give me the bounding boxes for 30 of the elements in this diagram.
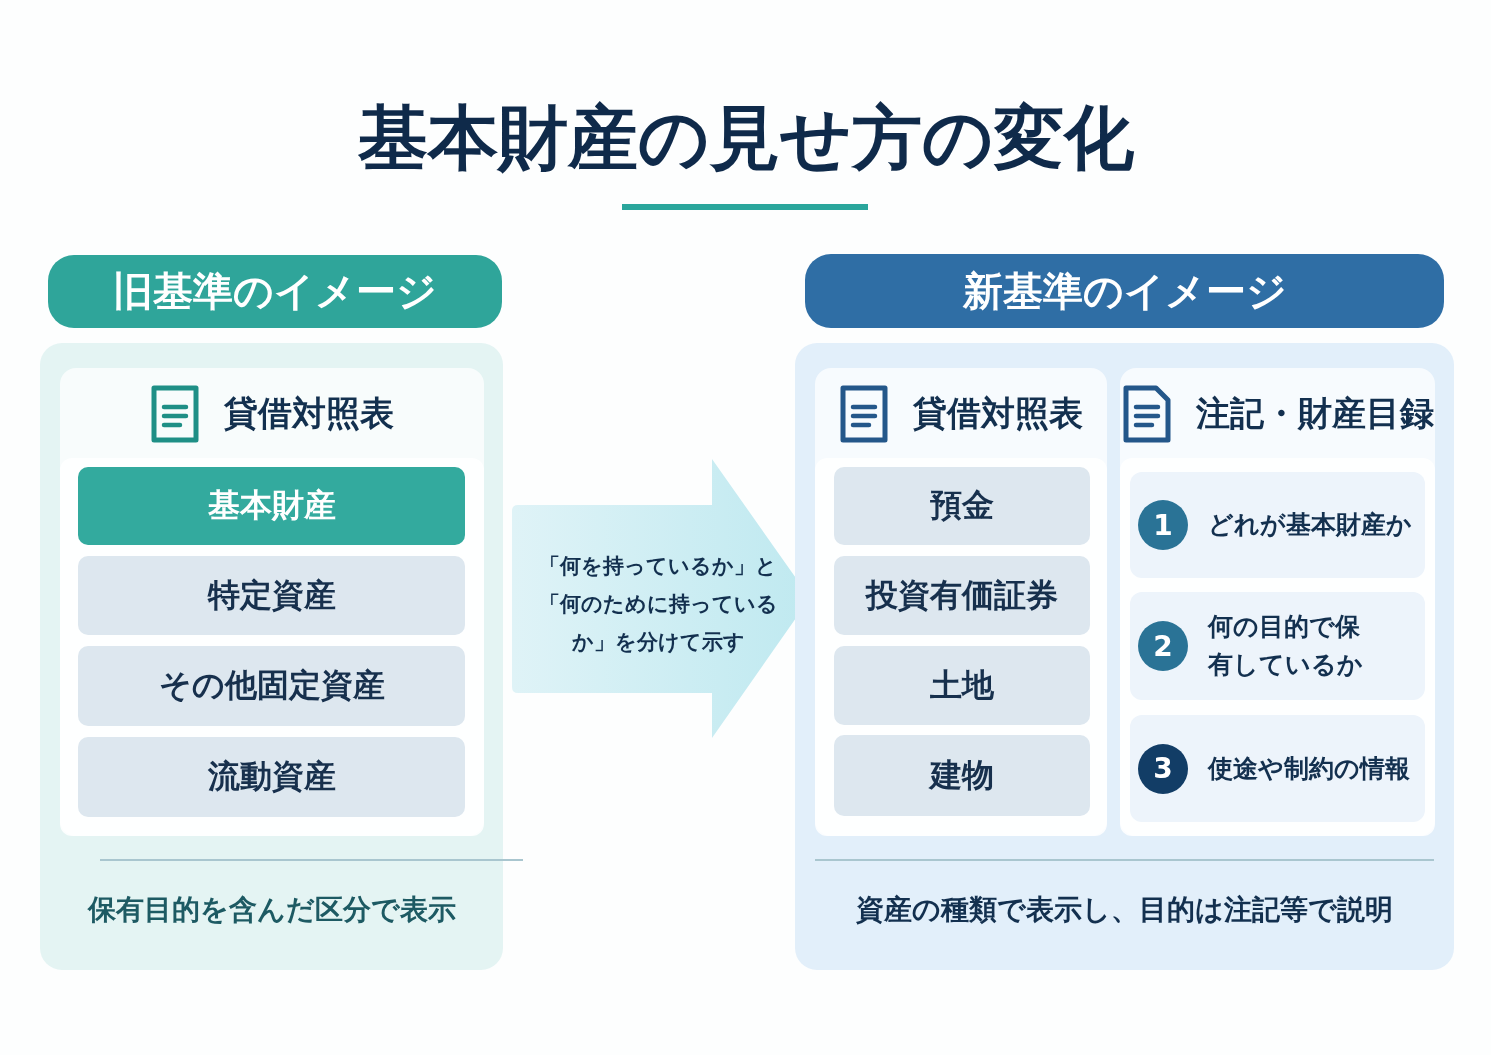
number-badge: 3 [1138,743,1188,794]
heading-banner: 新基準のイメージ [805,254,1444,328]
item-box: 特定資産 [78,556,465,635]
item-box: 土地 [834,646,1090,725]
summary-text: 資産の種類で表示し、目的は注記等で説明 [855,892,1394,928]
note-text: 使途や制約の情報 [1208,752,1411,785]
note-text: どれが基本財産か [1208,509,1413,541]
item-box: 流動資産 [78,737,465,817]
summary-text: 保有目的を含んだ区分で表示 [86,892,457,928]
item-box: 預金 [834,467,1090,545]
number-badge: 2 [1138,621,1188,671]
note-text: 何の目的で保有しているか [1208,611,1364,681]
card-title: 貸借対照表 [913,392,1083,435]
note-card [1130,472,1425,578]
note-card [1130,592,1425,700]
card-title: 注記・財産目録 [1195,392,1434,435]
card-background [60,368,484,836]
card-background [1120,368,1435,836]
item-box: その他固定資産 [78,646,465,726]
panel-background [795,343,1454,970]
heading-banner: 旧基準のイメージ [48,255,502,328]
card-title: 貸借対照表 [224,392,394,435]
item-box: 建物 [834,735,1090,816]
highlighted-item-box: 基本財産 [78,467,465,545]
note-card [1130,715,1425,822]
arrow-text: 「何を持っているか」と「何のために持っているか」を分けて示す [537,553,779,656]
title: 基本財産の見せ方の変化 [356,96,1135,181]
item-box: 投資有価証券 [834,556,1090,635]
number-badge: 1 [1138,500,1188,550]
card-background [815,368,1107,836]
